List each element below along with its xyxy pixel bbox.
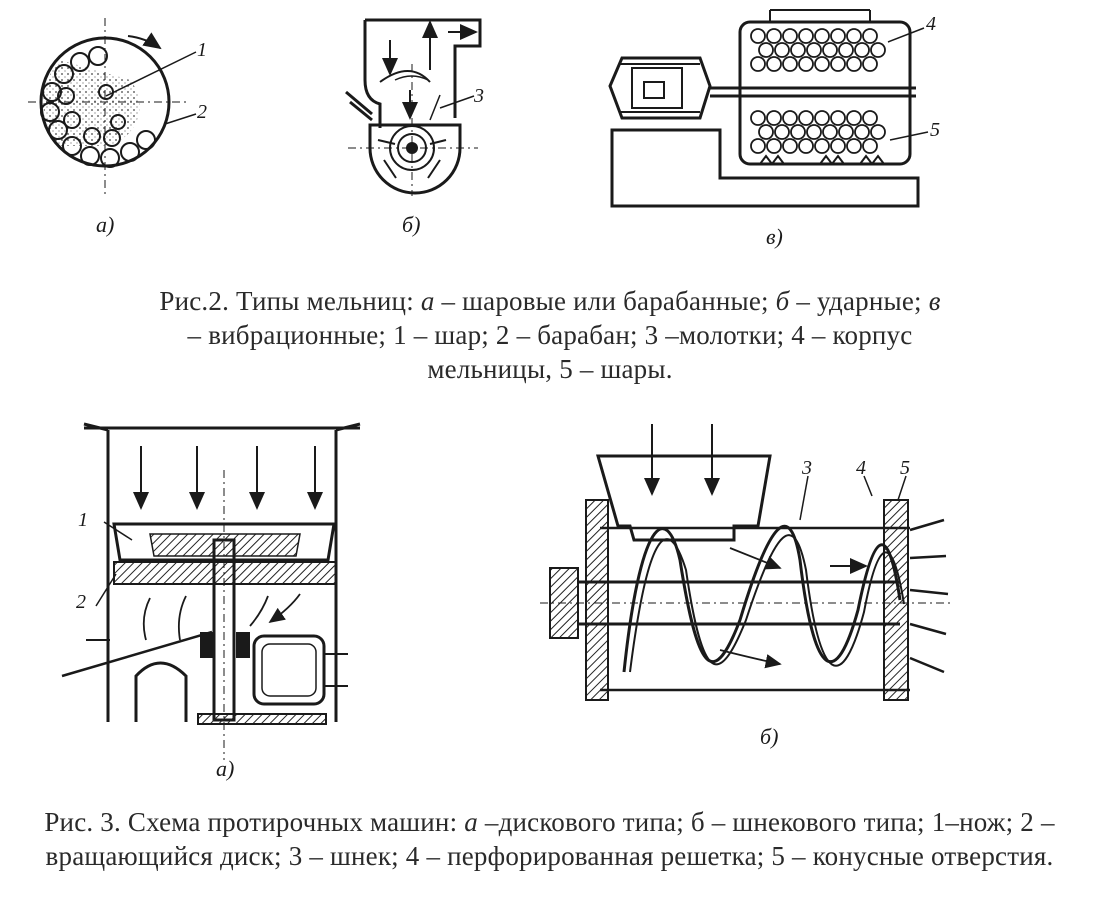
fig3-label-1: 1 bbox=[78, 509, 88, 531]
fig2-label-5: 5 bbox=[930, 119, 940, 141]
fig3-sub-b: б) bbox=[760, 724, 778, 749]
screw-machine-drawing: 3 4 5 б) bbox=[540, 424, 950, 749]
fig3-label-3: 3 bbox=[801, 457, 812, 479]
fig2-label-1: 1 bbox=[197, 39, 207, 61]
fig3-sub-a: а) bbox=[216, 756, 234, 781]
ball-mill-drawing: 1 2 а) bbox=[28, 18, 207, 237]
fig2-caption: Рис.2. Типы мельниц: а – шаровые или бар… bbox=[159, 286, 941, 384]
fig2-label-4: 4 bbox=[926, 13, 936, 35]
disc-machine-drawing: 1 2 а) bbox=[61, 422, 361, 781]
fig3-label-4: 4 bbox=[856, 457, 866, 479]
fig3-caption: Рис. 3. Схема протирочных машин: а –диск… bbox=[44, 807, 1055, 871]
fig2-sub-b: б) bbox=[402, 212, 420, 237]
fig3-label-2: 2 bbox=[76, 591, 86, 613]
fig2-sub-a: а) bbox=[96, 212, 114, 237]
vibration-mill-drawing: 4 5 в) bbox=[608, 9, 940, 249]
fig2-sub-v: в) bbox=[766, 224, 783, 249]
fig2-label-2: 2 bbox=[197, 101, 207, 123]
impact-mill-drawing: 3 б) bbox=[345, 18, 484, 237]
fig3-label-5: 5 bbox=[900, 457, 910, 479]
fig2-label-3: 3 bbox=[473, 85, 484, 107]
